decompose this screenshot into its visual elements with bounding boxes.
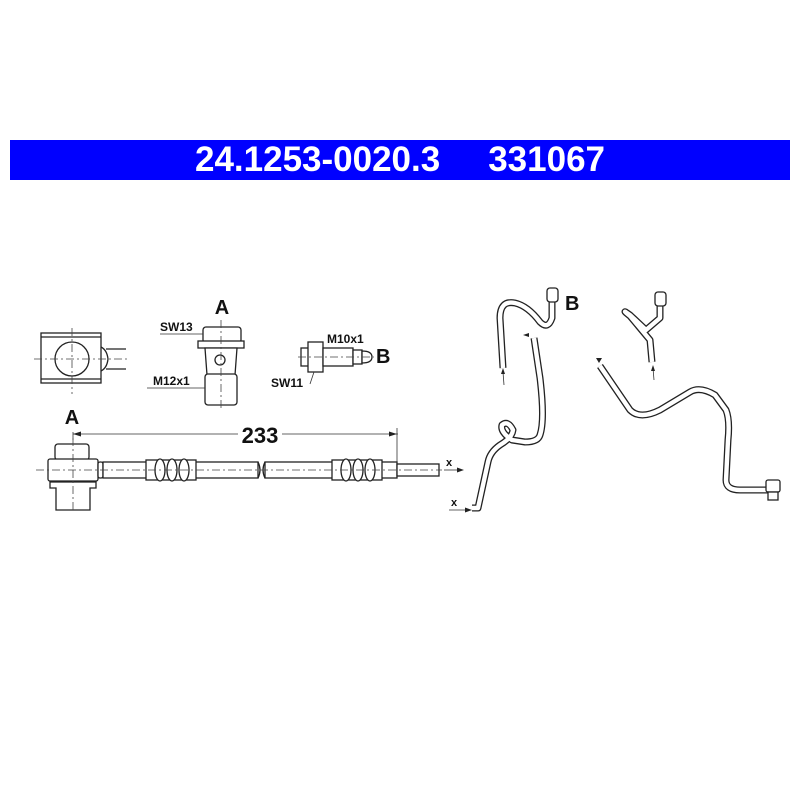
length-dimension: 233 bbox=[242, 423, 279, 448]
banjo-side-view bbox=[34, 328, 128, 394]
installed-pipe-right bbox=[596, 291, 781, 501]
banjo-bolt-detail: A SW13 M12x1 bbox=[147, 297, 245, 408]
arrow-right-icon bbox=[457, 467, 464, 473]
arrow-right-icon bbox=[465, 507, 472, 513]
hose-assembly-view: A 233 x bbox=[36, 407, 464, 512]
sw11-label: SW11 bbox=[271, 376, 303, 390]
installed-pipe-left: B x bbox=[449, 287, 579, 513]
sw13-label: SW13 bbox=[160, 320, 193, 334]
arrow-up-icon bbox=[651, 365, 655, 371]
fitting-a-label: A bbox=[215, 297, 229, 319]
fitting-b-label: B bbox=[376, 346, 390, 368]
arrow-down-icon bbox=[596, 358, 602, 363]
male-fitting-detail: M10x1 B SW11 bbox=[271, 332, 390, 390]
x-marker-pipe: x bbox=[451, 497, 458, 509]
install-b-label: B bbox=[565, 293, 579, 315]
title-banner: 24.1253-0020.3 331067 bbox=[10, 140, 790, 180]
m12x1-label: M12x1 bbox=[153, 374, 190, 388]
m10x1-label: M10x1 bbox=[327, 332, 364, 346]
hose-end-a-label: A bbox=[65, 407, 79, 429]
arrow-up-icon bbox=[501, 368, 505, 374]
arrow-left-icon bbox=[523, 333, 529, 337]
article-number: 24.1253-0020.3 bbox=[194, 140, 441, 179]
reference-number: 331067 bbox=[488, 140, 606, 179]
x-marker-top: x bbox=[446, 457, 453, 469]
